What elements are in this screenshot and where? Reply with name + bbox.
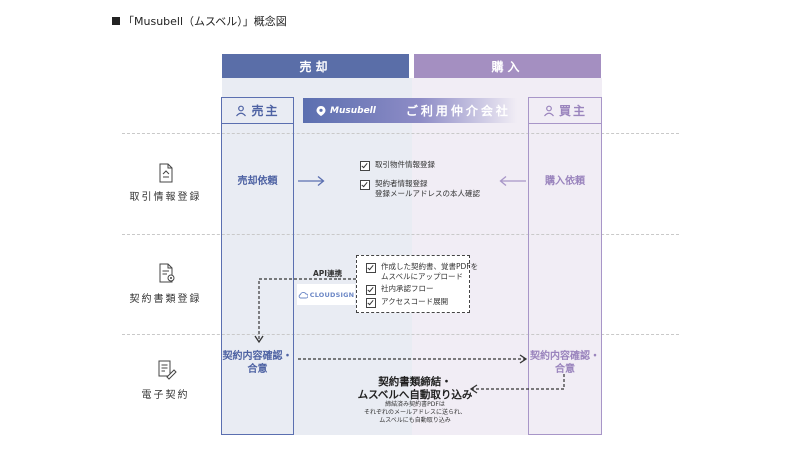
check-text: 社内承認フロー xyxy=(381,284,434,293)
musubell-logo: Musubell xyxy=(315,105,376,117)
seller-lane xyxy=(221,97,294,435)
check-subtext: 登録メールアドレスの本人確認 xyxy=(375,189,480,198)
seller-role-underline xyxy=(222,123,293,124)
check-text: 取引物件情報登録 xyxy=(375,160,435,169)
step-label-e-contract: 電子契約 xyxy=(141,390,190,401)
checkbox-icon xyxy=(366,263,376,273)
cloudsign-text: CLOUDSIGN xyxy=(309,290,355,299)
musubell-logo-text: Musubell xyxy=(330,105,376,116)
check-item: 社内承認フロー xyxy=(366,284,434,295)
buyer-role-label: 買主 xyxy=(558,104,587,118)
check-item: 契約者情報登録 登録メールアドレスの本人確認 xyxy=(360,179,480,199)
buyer-role-underline xyxy=(529,123,601,124)
signing-note: 締結済み契約書PDFは それぞれのメールアドレスに送られ、 ムスベルにも自動取り… xyxy=(330,401,500,425)
seller-confirm-line: 合意 xyxy=(247,364,268,375)
checkbox-icon xyxy=(360,180,370,190)
check-item: 取引物件情報登録 xyxy=(360,160,435,171)
contract-sign-icon xyxy=(158,360,177,380)
cloudsign-logo: CLOUDSIGN xyxy=(297,284,355,305)
signing-note-line: 締結済み契約書PDFは xyxy=(385,401,445,408)
checkbox-icon xyxy=(366,298,376,308)
title-square-icon xyxy=(112,17,120,25)
agent-banner: Musubell ご利用仲介会社 xyxy=(303,98,517,123)
musubell-logo-icon xyxy=(316,105,326,116)
check-subtext: ムスベルにアップロード xyxy=(381,272,463,281)
check-text: 作成した契約書、覚書PDFを xyxy=(381,262,479,271)
row-separator xyxy=(122,234,679,235)
checkbox-icon xyxy=(366,285,376,295)
buyer-lane xyxy=(528,97,602,435)
document-icon xyxy=(159,163,173,183)
document-gear-icon xyxy=(159,263,175,283)
seller-confirm-line: 契約内容確認・ xyxy=(222,351,293,362)
seller-role-header: 売主 xyxy=(222,98,293,123)
signing-note-line: ムスベルにも自動取り込み xyxy=(379,417,451,424)
row-separator xyxy=(122,334,679,335)
seller-role-label: 売主 xyxy=(251,104,280,118)
check-item: 作成した契約書、覚書PDFを ムスベルにアップロード xyxy=(366,262,478,282)
agent-label: ご利用仲介会社 xyxy=(405,104,511,118)
buyer-confirm: 契約内容確認・ 合意 xyxy=(529,350,601,376)
row-separator xyxy=(122,133,679,134)
person-icon xyxy=(544,105,554,116)
signing-note-line: それぞれのメールアドレスに送られ、 xyxy=(363,409,467,416)
api-label: API連携 xyxy=(313,269,343,278)
sell-column-header: 売却 xyxy=(222,54,409,78)
check-text: 契約者情報登録 xyxy=(375,179,428,188)
check-item: アクセスコード展開 xyxy=(366,297,448,308)
person-icon xyxy=(236,105,247,116)
signing-title-line: ムスベルへ自動取り込み xyxy=(357,389,473,401)
arrow-left-icon xyxy=(499,175,526,187)
diagram-title: 「Musubell（ムスベル）」概念図 xyxy=(112,13,287,29)
buyer-request: 購入依頼 xyxy=(545,176,585,187)
step-label-registration: 取引情報登録 xyxy=(129,192,202,203)
arrow-right-icon xyxy=(298,175,325,187)
step-label-documents: 契約書類登録 xyxy=(129,294,202,305)
checkbox-icon xyxy=(360,161,370,171)
diagram-title-text: 「Musubell（ムスベル）」概念図 xyxy=(123,15,287,28)
signing-title-line: 契約書類締結・ xyxy=(378,376,452,388)
signing-title: 契約書類締結・ ムスベルへ自動取り込み xyxy=(330,376,500,402)
seller-request: 売却依頼 xyxy=(237,176,278,187)
buy-column-header: 購入 xyxy=(414,54,601,78)
seller-confirm: 契約内容確認・ 合意 xyxy=(222,350,293,376)
buyer-confirm-line: 合意 xyxy=(555,364,575,375)
buyer-confirm-line: 契約内容確認・ xyxy=(530,351,600,362)
check-text: アクセスコード展開 xyxy=(381,297,449,306)
buyer-role-header: 買主 xyxy=(529,98,601,123)
cloud-icon xyxy=(298,291,308,298)
